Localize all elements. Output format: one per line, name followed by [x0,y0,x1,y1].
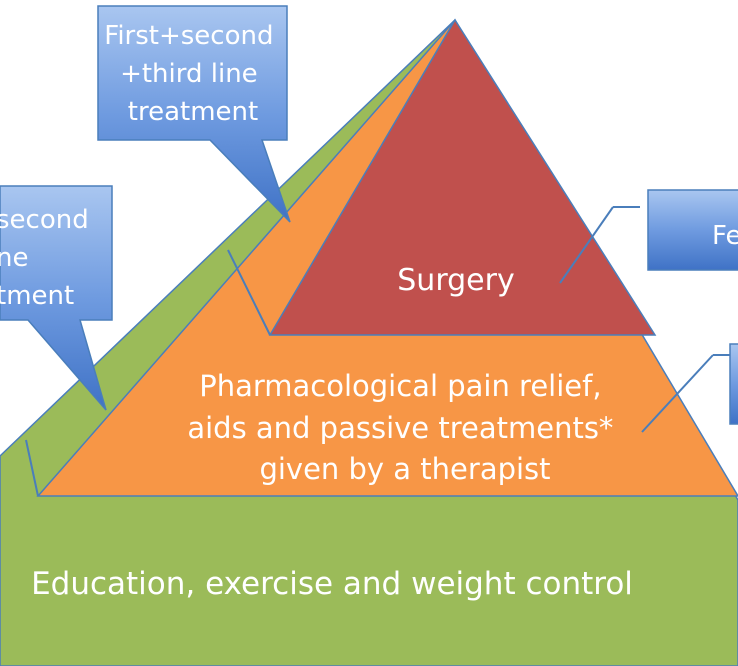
callout-line-1: second [0,205,89,235]
middle-label-line-3: given by a therapist [259,452,550,486]
callout-cropped [729,343,738,425]
callout-line-3: tment [0,281,74,311]
callout-first-second-text: second ne tment [0,205,97,311]
callout-few [647,189,738,271]
base-label: Education, exercise and weight control [31,566,633,602]
top-label: Surgery [397,263,514,298]
connector-lines [25,206,738,497]
callout-line-2: +third line [120,59,258,89]
callout-first-second [0,185,113,411]
top-layer [268,18,657,336]
callout-first-second-third-text: First+second +third line treatment [104,21,282,127]
middle-label-line-1: Pharmacological pain relief, [199,369,601,403]
callout-line-3: treatment [128,97,258,127]
callout-few-text: Fe [712,221,738,251]
middle-label: Pharmacological pain relief, aids and pa… [187,369,622,486]
callout-line-2: ne [0,243,28,273]
callout-first-second-third [97,5,291,223]
middle-label-line-2: aids and passive treatments* [187,411,613,445]
callout-line-1: First+second [104,21,273,51]
